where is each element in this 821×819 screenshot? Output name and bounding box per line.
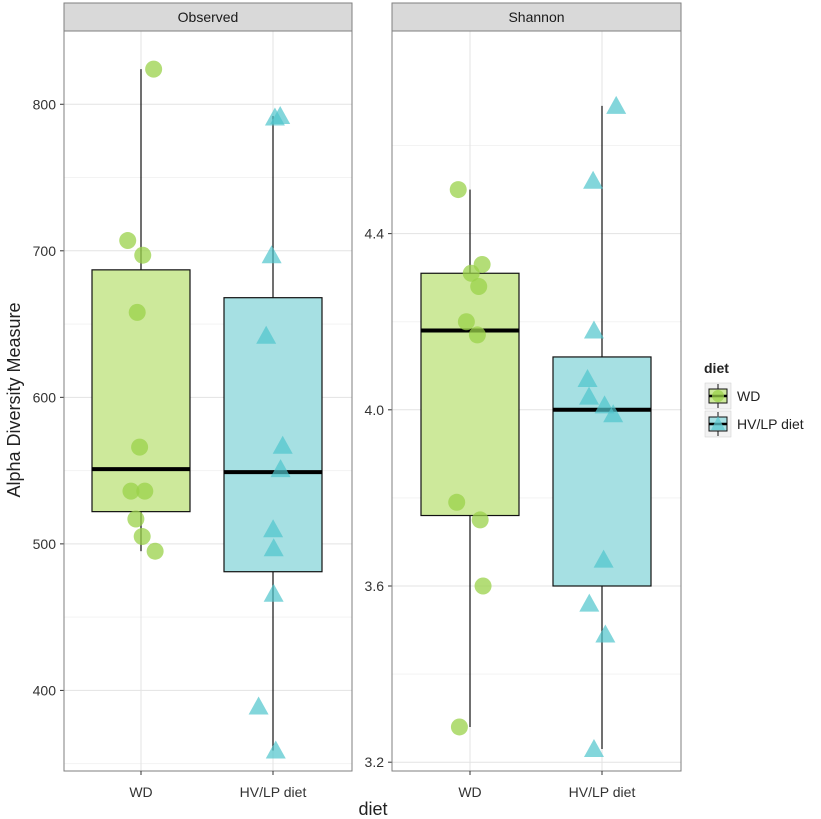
- data-point-wd: [468, 326, 486, 344]
- data-point-hvlp: [606, 95, 627, 114]
- panel-border: [63, 30, 353, 772]
- data-point-wd: [131, 438, 149, 456]
- data-point-wd: [136, 482, 154, 500]
- data-point-wd: [119, 232, 137, 250]
- data-point-wd: [133, 528, 151, 546]
- y-tick-label: 3.2: [365, 754, 385, 770]
- data-point-wd: [470, 277, 488, 295]
- data-point-hvlp: [270, 459, 291, 478]
- data-point-wd: [146, 542, 164, 560]
- y-tick-label: 800: [33, 96, 57, 112]
- box-wd: [420, 272, 520, 517]
- y-tick-label: 700: [33, 243, 57, 259]
- data-point-wd: [450, 718, 468, 736]
- panel-strip: [63, 2, 353, 32]
- y-tick-label: 600: [33, 389, 57, 405]
- legend-key-hvlp: [704, 410, 732, 438]
- data-point-hvlp: [583, 170, 604, 189]
- y-tick-label: 400: [33, 682, 57, 698]
- y-tick-label: 4.0: [365, 402, 385, 418]
- data-point-wd: [128, 303, 146, 321]
- data-point-hvlp: [579, 386, 600, 405]
- y-tick-label: 500: [33, 536, 57, 552]
- data-point-hvlp: [263, 583, 284, 602]
- data-point-wd: [134, 246, 152, 264]
- data-point-hvlp: [263, 519, 284, 538]
- x-tick-label: HV/LP diet: [569, 784, 636, 800]
- data-point-wd: [127, 510, 145, 528]
- data-point-wd: [145, 60, 163, 78]
- legend-title: diet: [704, 360, 729, 376]
- panel-strip-label: Shannon: [508, 9, 564, 25]
- y-axis-title: Alpha Diversity Measure: [4, 302, 24, 497]
- y-tick-label: 3.6: [365, 578, 385, 594]
- legend-key-marker: [711, 416, 725, 430]
- data-point-wd: [474, 577, 492, 595]
- data-point-wd: [122, 482, 140, 500]
- data-point-hvlp: [256, 325, 277, 344]
- data-point-wd: [457, 313, 475, 331]
- box-hvlp: [552, 356, 652, 587]
- legend-key-wd: [704, 382, 732, 410]
- data-point-hvlp: [583, 738, 604, 757]
- data-point-wd: [462, 264, 480, 282]
- y-tick-label: 4.4: [365, 226, 385, 242]
- data-point-wd: [449, 181, 467, 199]
- data-point-hvlp: [261, 245, 282, 264]
- data-point-hvlp: [263, 538, 284, 557]
- data-point-hvlp: [265, 740, 286, 759]
- legend-label: WD: [737, 388, 760, 404]
- data-point-hvlp: [264, 107, 285, 126]
- x-tick-label: WD: [129, 784, 152, 800]
- data-point-hvlp: [594, 395, 615, 414]
- data-point-hvlp: [593, 549, 614, 568]
- data-point-hvlp: [603, 404, 624, 423]
- data-point-hvlp: [577, 368, 598, 387]
- x-tick-label: HV/LP diet: [240, 784, 307, 800]
- data-point-hvlp: [583, 320, 604, 339]
- data-point-hvlp: [272, 435, 293, 454]
- panel-border: [391, 30, 682, 772]
- data-point-hvlp: [579, 593, 600, 612]
- legend-label: HV/LP diet: [737, 416, 804, 432]
- panel-strip-label: Observed: [178, 9, 239, 25]
- data-point-hvlp: [595, 624, 616, 643]
- data-point-hvlp: [248, 696, 269, 715]
- x-tick-label: WD: [458, 784, 481, 800]
- legend-key-marker: [712, 390, 724, 402]
- x-axis-title: diet: [358, 799, 387, 819]
- data-point-wd: [471, 511, 489, 529]
- data-point-wd: [448, 493, 466, 511]
